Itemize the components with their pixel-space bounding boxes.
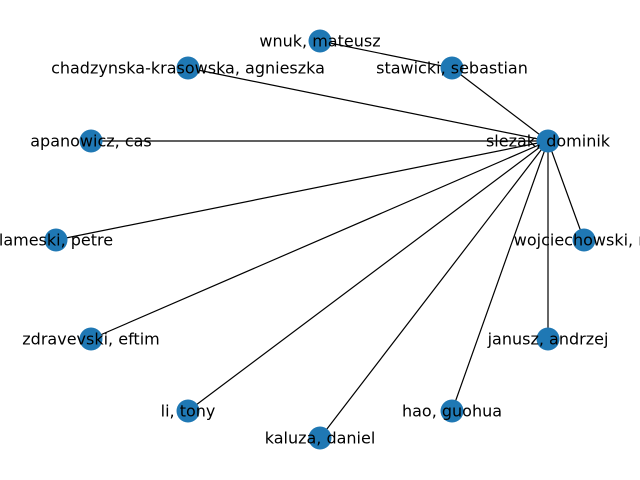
node-chadzynska [176,56,200,80]
node-janusz [536,327,560,351]
node-label-slezak: slezak, dominik [486,132,611,151]
node-label-apanowicz: apanowicz, cas [30,132,152,151]
node-label-wnuk: wnuk, mateusz [259,32,380,51]
node-label-stawicki: stawicki, sebastian [376,59,528,78]
edge-li-slezak [187,140,549,412]
node-label-chadzynska: chadzynska-krasowska, agnieszka [51,59,325,78]
node-label-kaluza: kaluza, daniel [265,429,376,448]
node-lameski [44,228,68,252]
node-label-hao: hao, guohua [402,402,502,421]
node-label-zdravevski: zdravevski, eftim [22,330,159,349]
labels-layer: slezak, dominik wnuk, mateusz stawicki, se… [0,32,640,448]
node-zdravevski [79,327,103,351]
edge-chadzynska-slezak [187,67,549,142]
edge-stawicki-slezak [451,67,549,142]
node-label-janusz: janusz, andrzej [487,330,609,349]
node-wnuk [308,29,332,53]
node-label-wojciechowski: wojciechowski, ro [514,231,640,250]
node-wojciechowski [572,228,596,252]
node-kaluza [308,426,332,450]
node-apanowicz [79,129,103,153]
edge-wojciechowski-slezak [547,140,585,241]
edge-lameski-slezak [55,140,549,241]
node-slezak [536,129,560,153]
edge-wnuk-stawicki [319,40,453,69]
nodes-layer [44,29,596,450]
node-li [176,399,200,423]
node-label-lameski: lameski, petre [0,231,113,250]
node-stawicki [440,56,464,80]
edge-hao-slezak [451,140,549,412]
edge-zdravevski-slezak [90,140,549,340]
node-label-li: li, tony [161,402,216,421]
node-hao [440,399,464,423]
edges-layer [55,40,585,439]
edge-kaluza-slezak [319,140,549,439]
